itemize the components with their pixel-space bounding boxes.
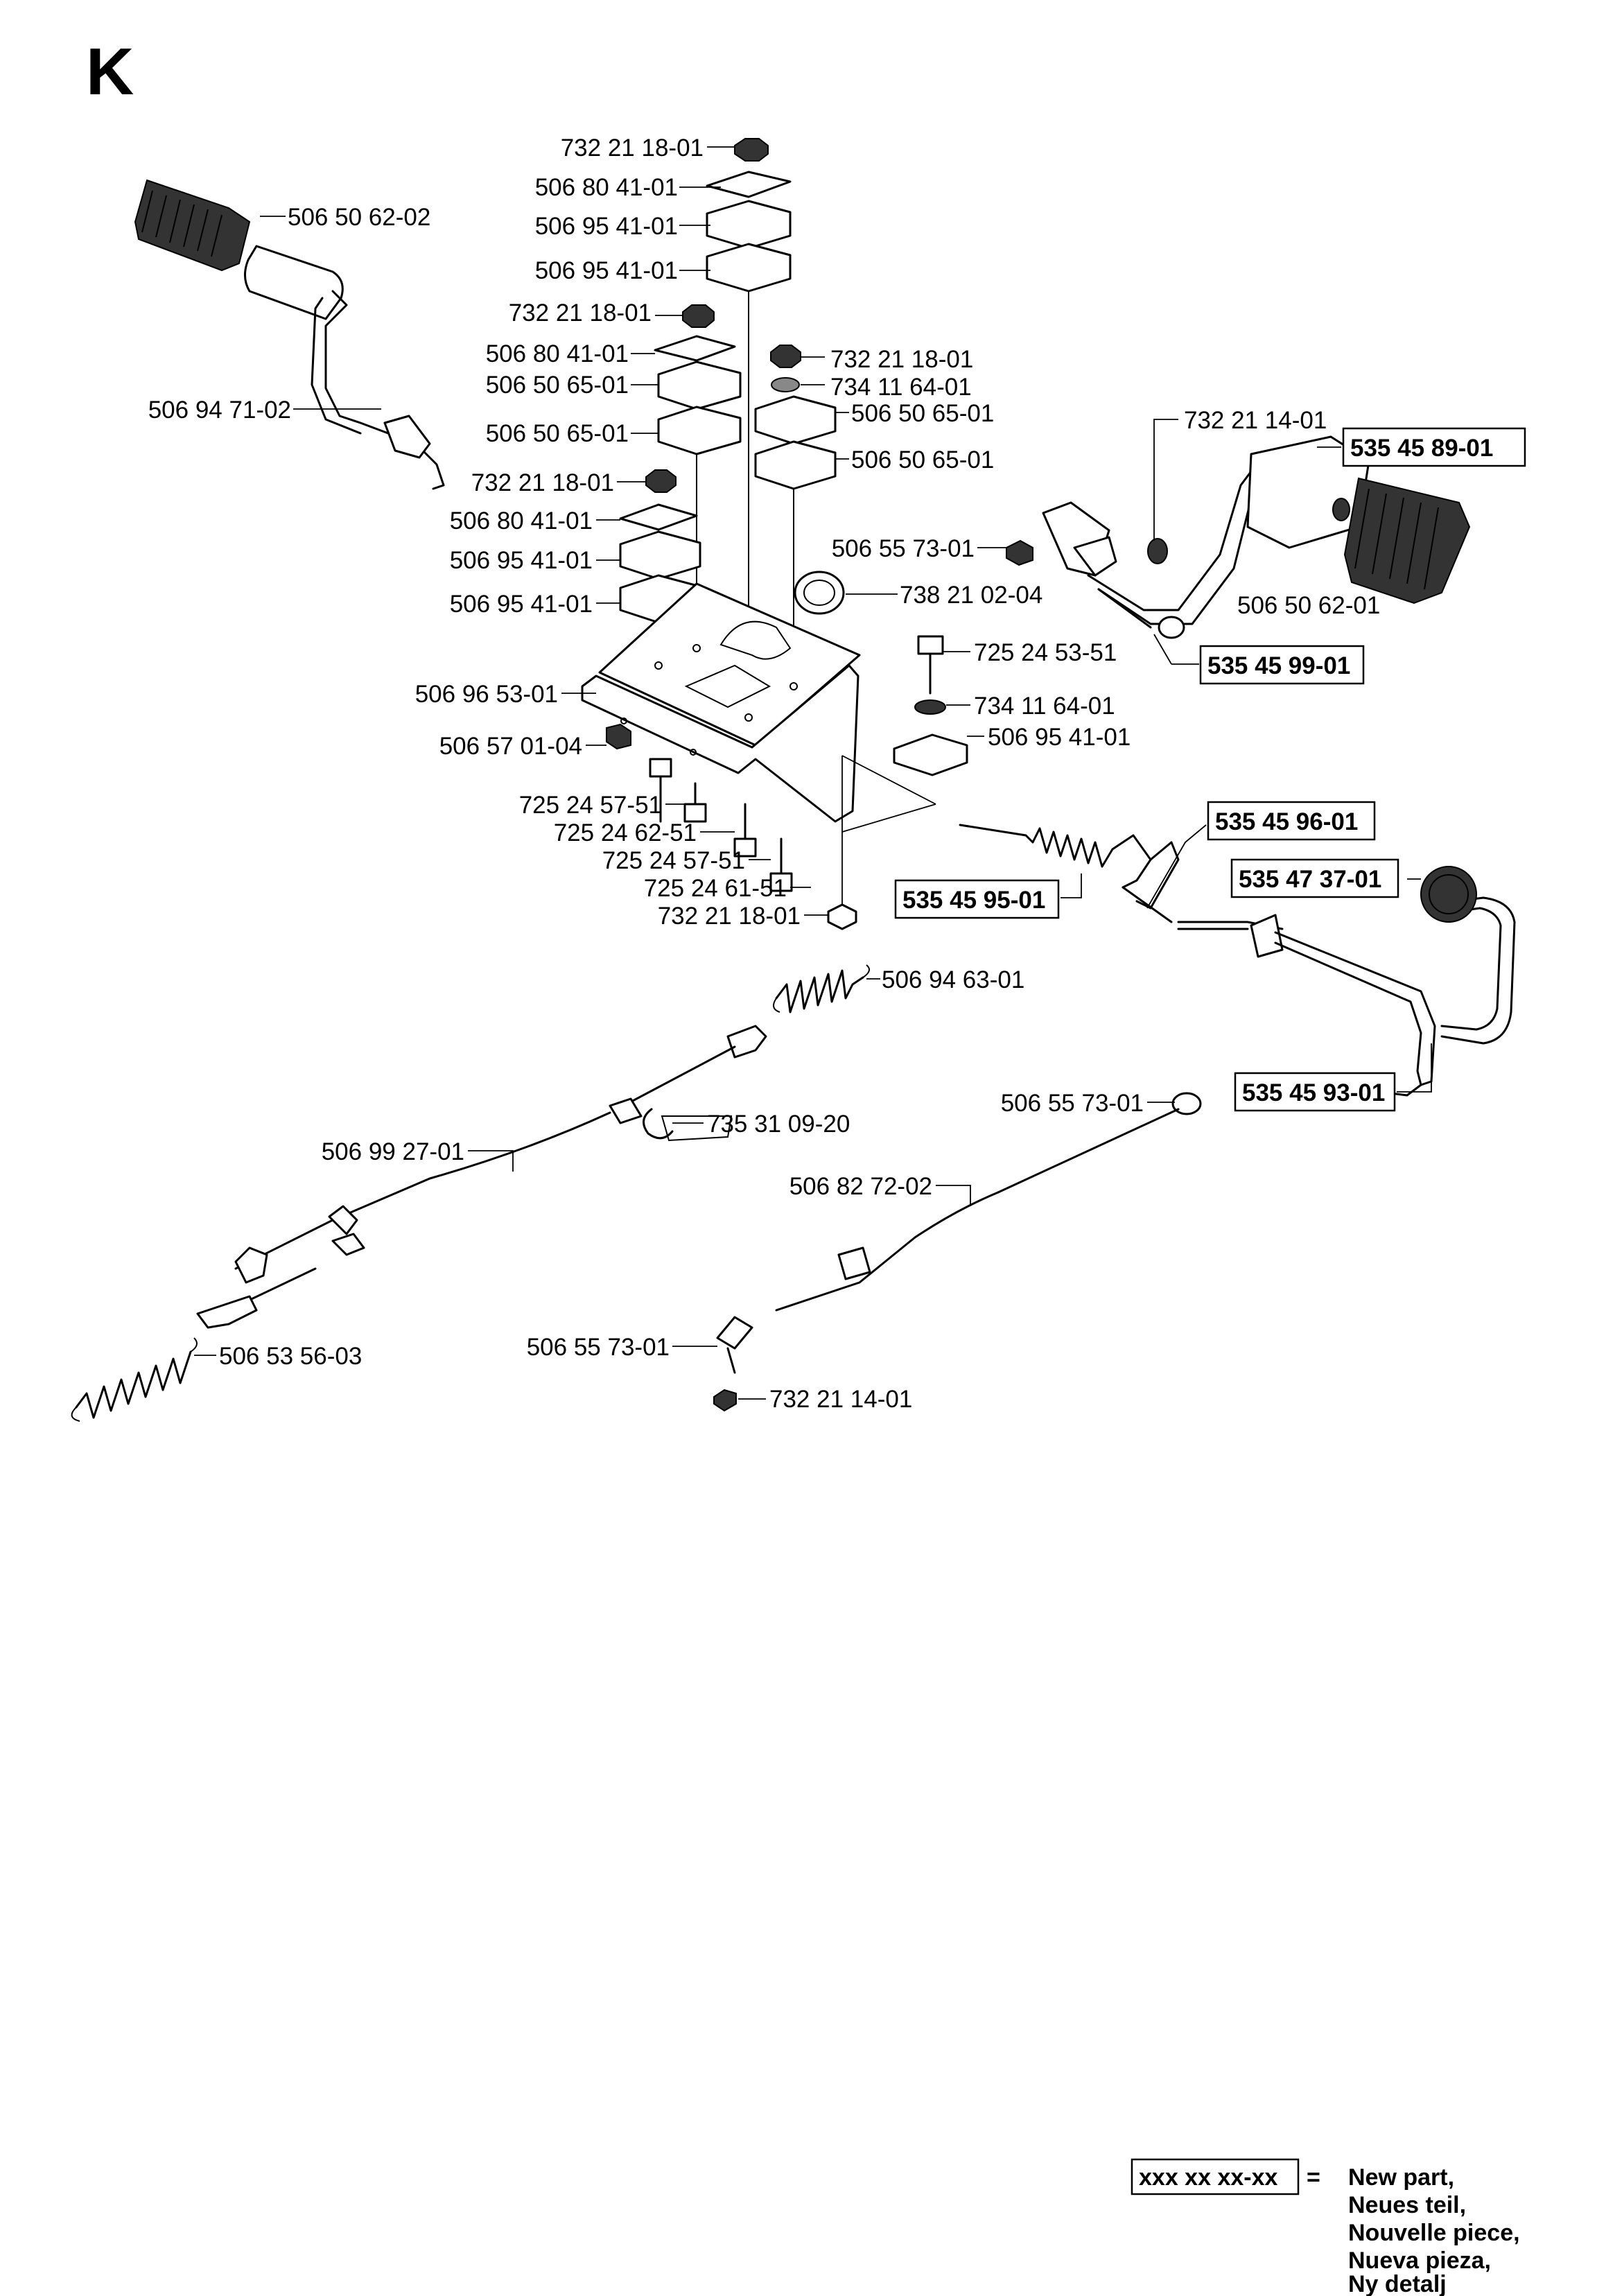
part-label: 506 53 56-03: [219, 1343, 362, 1370]
part-label: 506 80 41-01: [535, 174, 678, 201]
legend-equals: =: [1307, 2164, 1320, 2191]
left-cable: [196, 1025, 767, 1329]
section-title: K: [86, 35, 134, 109]
bolts: [606, 723, 857, 930]
part-label: 506 80 41-01: [486, 340, 629, 367]
new-part-box: [894, 879, 1060, 919]
legend-box: [1131, 2158, 1300, 2195]
part-label: 506 57 01-04: [439, 733, 582, 760]
new-part-box: [1342, 427, 1526, 467]
part-label: 735 31 09-20: [707, 1111, 850, 1138]
part-label: 732 21 18-01: [509, 299, 652, 327]
part-label: 506 50 65-01: [851, 446, 994, 473]
middle-spring: [773, 964, 870, 1014]
base-plate: [581, 582, 936, 915]
right-pedal: [1006, 435, 1471, 665]
new-part-label: 535 45 89-01: [1350, 435, 1493, 462]
legend-line: Nueva pieza,: [1348, 2247, 1491, 2274]
block-stack-right: [754, 345, 837, 686]
part-label: 725 24 62-51: [554, 819, 697, 846]
right-cable: [713, 1092, 1202, 1412]
part-label: 506 80 41-01: [450, 507, 593, 534]
part-label: 506 55 73-01: [527, 1334, 670, 1361]
part-label: 506 50 65-01: [486, 420, 629, 447]
part-label: 506 50 65-01: [486, 372, 629, 399]
part-label: 506 95 41-01: [450, 591, 593, 618]
spring-rod-assembly: [959, 824, 1516, 1097]
new-part-box: [1230, 858, 1399, 898]
legend-line: Neues teil,: [1348, 2192, 1466, 2218]
new-part-box: [1199, 645, 1365, 685]
part-label: 732 21 18-01: [561, 134, 704, 162]
new-part-label: 535 47 37-01: [1239, 866, 1381, 893]
part-label: 506 94 63-01: [882, 966, 1024, 993]
block-stack-top: [706, 138, 792, 718]
part-label: 732 21 18-01: [471, 469, 614, 496]
left-pedal: [134, 179, 445, 490]
part-label: 506 50 62-02: [288, 204, 430, 231]
part-label: 506 82 72-02: [789, 1173, 932, 1200]
part-label: 506 95 41-01: [988, 724, 1131, 751]
part-label: 506 94 71-02: [148, 397, 291, 424]
part-label: 734 11 64-01: [974, 693, 1115, 720]
part-label: 725 24 53-51: [974, 639, 1117, 666]
left-spring: [71, 1337, 198, 1422]
new-part-label: 535 45 96-01: [1215, 808, 1358, 835]
part-labels: 732 21 18-01 506 80 41-01 506 95 41-01 5…: [148, 134, 1526, 1413]
part-label: 732 21 14-01: [769, 1386, 912, 1413]
legend-line: New part,: [1348, 2164, 1454, 2191]
parts-drawing: [71, 138, 1516, 1422]
new-part-label: 535 45 95-01: [902, 887, 1045, 914]
right-bolt-assembly: [893, 635, 968, 776]
part-label: 725 24 57-51: [519, 792, 662, 819]
part-label: 738 21 02-04: [900, 582, 1042, 609]
part-label: 506 50 65-01: [851, 400, 994, 427]
part-label: 506 99 27-01: [322, 1138, 464, 1165]
part-label: 506 95 41-01: [450, 547, 593, 574]
leader-lines: [194, 146, 1432, 1400]
part-label: 506 95 41-01: [535, 213, 678, 240]
legend-line: Nouvelle piece,: [1348, 2220, 1520, 2246]
part-label: 732 21 18-01: [830, 346, 973, 373]
legend-line: Ny detalj: [1348, 2271, 1447, 2296]
part-label: 506 95 41-01: [535, 257, 678, 284]
new-part-label: 535 45 93-01: [1242, 1079, 1385, 1106]
part-label: 506 96 53-01: [415, 681, 558, 708]
new-part-box: [1234, 1072, 1396, 1112]
part-label: 506 55 73-01: [832, 535, 975, 562]
part-label: 725 24 61-51: [644, 875, 787, 902]
part-label: 734 11 64-01: [830, 374, 972, 401]
part-label: 732 21 14-01: [1184, 407, 1327, 434]
e-clip: [643, 1108, 674, 1140]
legend-code: xxx xx xx-xx: [1139, 2164, 1277, 2191]
part-label: 506 50 62-01: [1237, 592, 1380, 619]
grommet: [794, 571, 845, 615]
new-part-box: [1207, 801, 1376, 841]
legend: xxx xx xx-xx = New part, Neues teil, Nou…: [1131, 2158, 1520, 2296]
part-label: 506 55 73-01: [1001, 1090, 1144, 1117]
block-stack-middle: [654, 304, 742, 648]
part-label: 732 21 18-01: [658, 903, 801, 930]
part-label: 725 24 57-51: [602, 847, 745, 874]
new-part-label: 535 45 99-01: [1207, 652, 1350, 679]
